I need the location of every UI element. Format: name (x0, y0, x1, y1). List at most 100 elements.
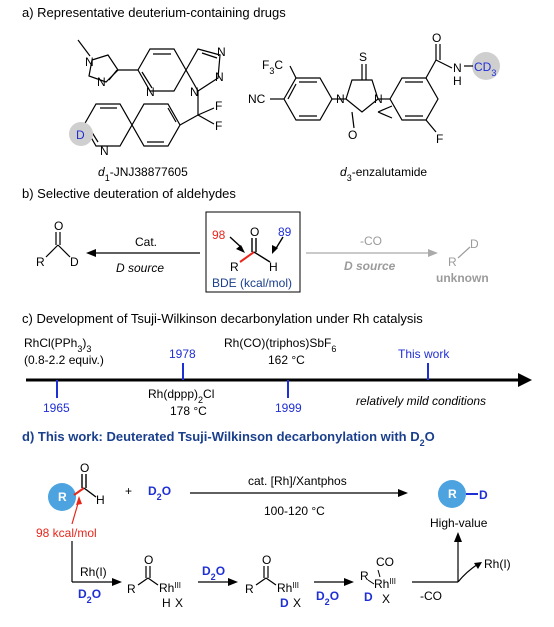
timeline-rhdppp: Rh(dppp)2Cl (148, 387, 214, 405)
main-arrowhead (398, 489, 408, 497)
reagent-d2o: D2O (148, 484, 171, 502)
drug1-n-triazole2: N (217, 45, 226, 59)
drug1-name: d1-JNJ38877605 (98, 165, 188, 183)
int2-rh: RhIII (277, 581, 299, 596)
right-arrow-bottom: D source (344, 259, 396, 273)
drug2-name: d3-enzalutamide (340, 165, 427, 183)
step1-rh: Rh(I) (80, 565, 107, 579)
drug2-o-amide: O (432, 31, 441, 45)
timeline-1965: 1965 (43, 401, 70, 415)
deuterium-highlight-2 (472, 52, 500, 80)
int3-x: X (382, 592, 390, 606)
product-r-circle (438, 480, 466, 508)
bde-box (205, 211, 301, 293)
bde-caption: BDE (kcal/mol) (212, 276, 292, 290)
drug1-n-pyridazine: N (146, 85, 155, 99)
int1-o: O (144, 553, 153, 567)
timeline-1978: 1978 (169, 347, 196, 361)
deuterium-highlight-1 (69, 122, 93, 146)
step3-d2o: D2O (316, 589, 339, 607)
timeline-rhco: Rh(CO)(triphos)SbF6 (224, 336, 336, 354)
left-arrow-bottom: D source (116, 261, 164, 275)
right-product-r: R (448, 255, 457, 269)
drug2-n1: N (336, 92, 345, 106)
reactant-r: R (58, 490, 67, 504)
drug2-nc: NC (248, 92, 266, 106)
drug2-cd3: CD3 (474, 60, 496, 78)
int3-d: D (364, 590, 373, 604)
timeline-rhcl-equiv: (0.8-2.2 equiv.) (24, 353, 104, 367)
right-product-caption: unknown (436, 271, 489, 285)
drug1-f2: F (215, 119, 222, 133)
int3-r: R (360, 569, 369, 583)
r-group-circle (48, 483, 76, 511)
right-product-d: D (470, 237, 479, 251)
plus-sign: + (125, 484, 132, 498)
left-product-r: R (36, 255, 45, 269)
bde-value-right: 89 (278, 225, 292, 239)
step4-co: -CO (420, 589, 442, 603)
reactant-h: H (96, 493, 105, 507)
section-a-title: a) Representative deuterium-containing d… (22, 5, 286, 20)
int1-r: R (127, 582, 136, 596)
drug1-n-triazole1: N (190, 85, 199, 99)
drug2-f: F (436, 132, 443, 146)
timeline-rhcl: RhCl(PPh3)3 (24, 336, 91, 354)
bde-label: 98 kcal/mol (36, 526, 97, 540)
release-rh: Rh(I) (484, 557, 511, 571)
drug2-s: S (359, 50, 367, 64)
int3-rh: RhIII (374, 577, 396, 592)
timeline-this-work: This work (398, 347, 450, 361)
product-d: D (479, 488, 488, 502)
bde-h: H (269, 260, 278, 274)
int2-r: R (245, 582, 254, 596)
drug2-h-amide: H (453, 74, 462, 88)
timeline-rhdppp-temp: 178 °C (170, 404, 207, 418)
drug2-n-amide: N (453, 61, 462, 75)
drug2-n2: N (374, 92, 383, 106)
timeline-rhco-temp: 162 °C (268, 353, 305, 367)
main-arrow-top: cat. [Rh]/Xantphos (248, 474, 347, 488)
up-arrowhead (454, 532, 462, 542)
right-arrow-top: -CO (360, 234, 382, 248)
bde-o: O (250, 225, 259, 239)
drug2-structure (270, 44, 453, 133)
step1-d2o: D2O (78, 587, 101, 605)
left-arrow-top: Cat. (135, 235, 157, 249)
bde-value-left: 98 (212, 228, 226, 242)
int2-d: D (280, 596, 289, 610)
drug2-o-ring: O (348, 128, 357, 142)
int3-co: CO (376, 555, 394, 569)
int2-x: X (293, 596, 301, 610)
section-c-title: c) Development of Tsuji-Wilkinson decarb… (22, 311, 423, 326)
drug1-n-triazole3: N (215, 70, 224, 84)
timeline-1999: 1999 (275, 401, 302, 415)
main-arrow-bottom: 100-120 °C (264, 504, 325, 518)
bde-r: R (230, 260, 239, 274)
drug1-n-quinoline: N (100, 144, 109, 158)
timeline-mild: relatively mild conditions (356, 394, 486, 408)
left-product-d: D (70, 255, 79, 269)
step2-d2o: D2O (202, 564, 225, 582)
drug1-n-pyrazole: N (85, 55, 94, 69)
timeline-arrowhead (518, 373, 532, 387)
reactant-o: O (80, 461, 89, 475)
drug1-f1: F (215, 99, 222, 113)
timeline-ticks (56, 363, 429, 398)
int1-x: X (175, 596, 183, 610)
section-d-title: d) This work: Deuterated Tsuji-Wilkinson… (22, 429, 435, 448)
int2-o: O (262, 553, 271, 567)
drug2-cf3: F3C (262, 58, 283, 76)
right-arrowhead (428, 249, 438, 257)
left-arrowhead (86, 249, 96, 257)
product-caption: High-value (430, 516, 488, 530)
int1-rh: RhIII (159, 581, 181, 596)
drug1-n-pyrazole2: N (97, 75, 106, 89)
left-product-o: O (54, 219, 63, 233)
int1-h: H (162, 596, 171, 610)
aldehyde-d-structure (45, 232, 71, 258)
section-b-title: b) Selective deuteration of aldehydes (22, 186, 236, 201)
product-r: R (448, 487, 457, 501)
release-curve (457, 563, 479, 583)
